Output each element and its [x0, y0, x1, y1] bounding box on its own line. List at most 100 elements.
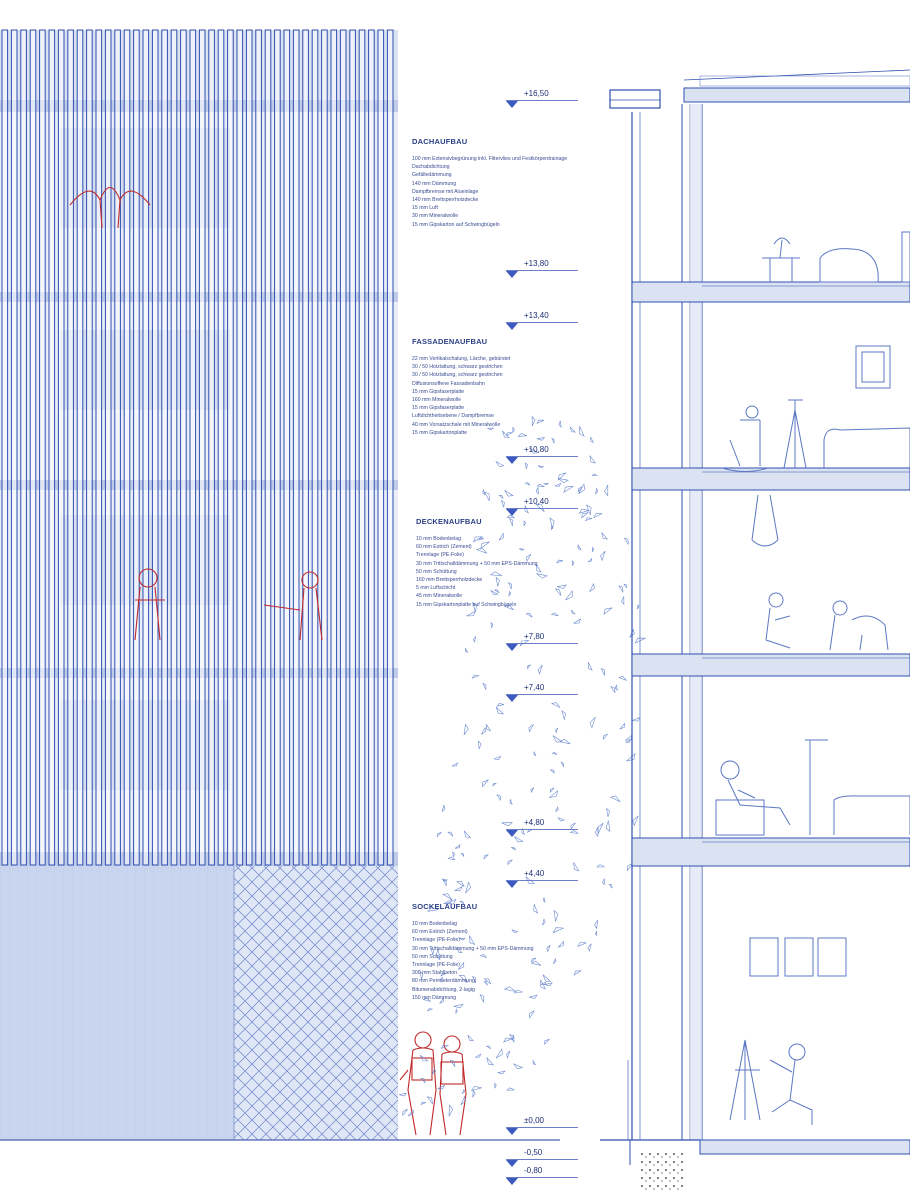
slat	[302, 29, 309, 866]
leaf	[591, 473, 598, 476]
leaf	[623, 537, 629, 545]
leaf	[482, 779, 489, 788]
slab	[631, 837, 910, 867]
leaf	[498, 494, 504, 499]
level-label: -0,50	[524, 1148, 543, 1157]
leaf	[581, 512, 589, 519]
spec-line: 50 mm Schüttung	[416, 568, 457, 575]
leaf	[533, 904, 539, 914]
level-label: +10,40	[524, 497, 549, 506]
facade-elevation	[0, 29, 560, 1141]
leaf	[498, 532, 505, 541]
leaf	[590, 436, 594, 444]
leaf	[624, 734, 633, 741]
leaf	[625, 739, 632, 743]
level-label: +10,80	[524, 445, 549, 454]
leaf	[551, 437, 555, 444]
leaf	[436, 832, 442, 838]
slat	[198, 29, 206, 866]
leaf	[531, 415, 536, 427]
leaf	[513, 1063, 524, 1070]
slat	[104, 29, 112, 866]
slat	[377, 29, 385, 866]
leaf	[542, 897, 546, 903]
leaf	[402, 1108, 408, 1117]
spec-line: 140 mm Dämmung	[412, 180, 457, 187]
slat	[29, 29, 37, 866]
leaf	[489, 571, 503, 576]
leaf	[443, 898, 453, 904]
slat	[330, 29, 338, 866]
leaf	[454, 844, 461, 849]
leaf	[557, 478, 569, 483]
leaf	[502, 430, 510, 438]
leaf	[550, 612, 559, 617]
leaf	[606, 807, 611, 817]
leaf	[508, 517, 514, 527]
slab	[631, 281, 910, 303]
leaf	[422, 997, 431, 1002]
slat	[349, 29, 356, 866]
leaf	[442, 893, 452, 900]
leaf	[551, 752, 558, 755]
leaf	[553, 958, 557, 965]
leaf	[454, 885, 463, 892]
leaf	[500, 499, 505, 508]
spec-title: DACHAUFBAU	[412, 137, 468, 146]
slat	[170, 29, 178, 866]
leaf	[542, 918, 546, 926]
leaf	[530, 787, 535, 794]
slat	[255, 29, 262, 866]
leaf	[618, 676, 627, 681]
spec-line: Trennlage (PE-Folie)	[416, 552, 464, 559]
leaf	[579, 426, 585, 437]
leaf	[493, 589, 500, 594]
level-label: +4,80	[524, 818, 545, 827]
leaf	[553, 909, 559, 922]
leaf	[614, 684, 618, 691]
leaf	[495, 576, 500, 587]
spec-line: Dampfbremse mit Alueinlage	[412, 188, 479, 195]
leaf	[420, 1101, 427, 1105]
leaf	[530, 960, 542, 966]
leaf	[529, 448, 539, 454]
spec-sockelaufbau: SOCKELAUFBAU 10 mm Bodenbelag 60 mm Estr…	[412, 902, 534, 1002]
spec-line: 160 mm Mineralwolle	[412, 397, 462, 404]
leaf	[472, 601, 477, 613]
leaf	[549, 790, 559, 798]
slat	[95, 29, 103, 866]
slat	[321, 29, 328, 866]
leaf	[587, 557, 593, 563]
spec-line: 5 mm Luftschicht	[416, 585, 456, 592]
spec-line: 22 mm Vertikalschalung, Lärche, gebürste…	[412, 356, 511, 362]
leaf	[459, 900, 465, 905]
leaf	[490, 621, 494, 628]
leaf	[549, 517, 555, 529]
people-figures-red	[69, 186, 467, 1136]
leaf	[485, 724, 492, 732]
level-label: +7,40	[524, 683, 545, 692]
leaf	[602, 733, 608, 741]
leaf	[546, 944, 551, 953]
leaf	[459, 937, 466, 941]
leaf	[528, 724, 534, 733]
leaf	[587, 943, 592, 952]
leaf	[466, 610, 476, 617]
leaf	[472, 536, 483, 543]
leaf	[483, 854, 489, 860]
leaf	[535, 564, 542, 573]
leaf	[508, 1034, 515, 1043]
leaf	[507, 859, 513, 866]
slab	[631, 653, 910, 677]
slat	[76, 29, 84, 866]
leaf	[449, 1059, 456, 1067]
leaf	[544, 1038, 550, 1045]
leaf	[552, 735, 563, 743]
leaf	[517, 433, 528, 437]
leaf	[430, 947, 435, 955]
leaf	[573, 862, 580, 872]
leaf	[439, 997, 445, 1004]
leaf	[608, 883, 613, 889]
leaf	[537, 465, 545, 469]
level-label: -0,80	[524, 1166, 543, 1175]
